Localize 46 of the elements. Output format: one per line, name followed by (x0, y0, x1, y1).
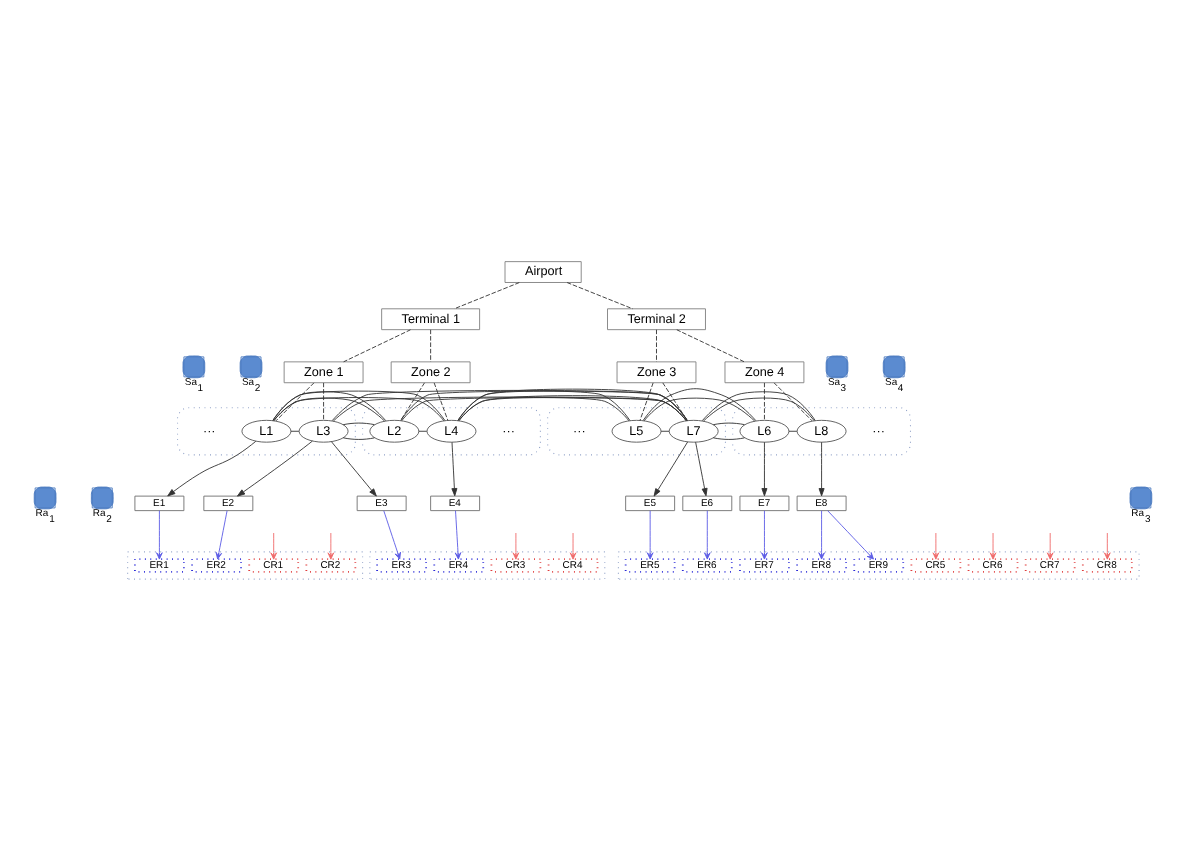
connector (773, 382, 813, 422)
connector (323, 382, 325, 421)
arrow (695, 441, 708, 497)
arrow (818, 510, 825, 560)
arrow (827, 510, 874, 560)
arrow (646, 510, 654, 560)
connector (418, 430, 428, 432)
arrow (818, 441, 825, 497)
arrow (653, 441, 689, 497)
connector (764, 382, 765, 421)
arrow (454, 510, 462, 560)
arrow (156, 510, 163, 560)
connector (290, 430, 300, 432)
arrow (761, 441, 768, 497)
connector (457, 388, 688, 422)
connector (701, 391, 816, 422)
arrow (167, 440, 257, 497)
connector (639, 382, 654, 421)
arrow (215, 510, 228, 560)
arrow (451, 441, 458, 497)
connector (272, 390, 446, 422)
arrow (236, 440, 313, 497)
connector (343, 329, 411, 363)
connector (566, 282, 633, 310)
connector (331, 389, 688, 422)
connector (400, 382, 425, 421)
cluster (732, 407, 912, 456)
connector (275, 382, 315, 422)
connector (660, 430, 670, 432)
connector (656, 329, 657, 363)
arrow (330, 441, 377, 497)
cluster (177, 407, 356, 456)
cluster (547, 407, 726, 456)
cluster (362, 407, 541, 456)
connector (433, 382, 449, 421)
connector (788, 430, 798, 432)
connector (430, 329, 432, 363)
connector (454, 282, 520, 310)
connector (712, 422, 745, 440)
arrow (383, 510, 401, 560)
arrow (761, 510, 768, 560)
connector (676, 329, 745, 363)
connector (400, 390, 688, 422)
connector (342, 422, 375, 440)
arrow (704, 510, 711, 560)
connector (642, 388, 757, 422)
